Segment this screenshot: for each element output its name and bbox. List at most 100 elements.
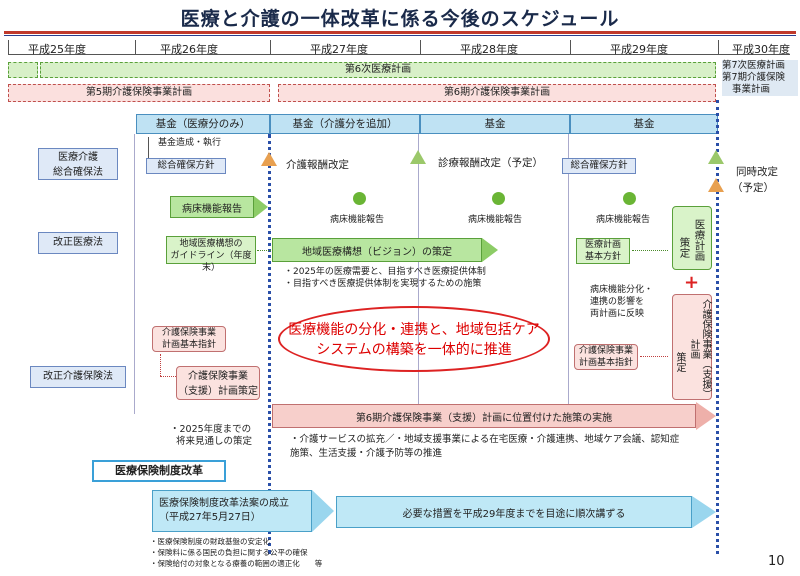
- arrow-head: [692, 496, 716, 528]
- jisshi-note: ・介護サービスの拡充／・地域支援事業による在宅医療・介護連携、地域ケア会議、認知…: [290, 434, 680, 445]
- vision-note: ・2025年の医療需要と、目指すべき医療提供体制: [284, 267, 486, 277]
- fy28-gridline: [418, 134, 419, 414]
- triangle-orange-icon: [261, 152, 277, 166]
- iryo-kihon-box: 医療計画 基本方針: [576, 238, 630, 264]
- law-sogo-kakuho: 医療介護 総合確保法: [38, 148, 118, 180]
- plan6-bar-start: [8, 62, 38, 78]
- vertical-label: 策定: [678, 236, 691, 258]
- year-label: 平成26年度: [160, 43, 218, 56]
- title-underline-thin: [4, 35, 796, 36]
- fy29-gridline: [568, 134, 569, 414]
- law-label: 医療介護: [58, 152, 98, 163]
- seiritsu-line: （平成27年5月27日）: [159, 512, 261, 523]
- jisshi-note: 施策、生活支援・介護予防等の推進: [290, 448, 443, 459]
- arrow-label: 病床機能報告: [170, 196, 254, 218]
- bunka-note: 連携の影響を: [590, 297, 645, 307]
- note-line: ・保険給付の対象となる療養の範囲の適正化 等: [150, 559, 323, 568]
- kihon-line: 計画基本指針: [578, 358, 633, 368]
- byosho-arrow: 病床機能報告: [170, 196, 270, 218]
- report-dot-icon: [353, 192, 366, 205]
- integration-ellipse: 医療機能の分化・連携と、地域包括ケア システムの構築を一体的に推進: [278, 306, 550, 372]
- timeline-axis: [8, 54, 790, 55]
- vertical-label: 介護保険事業（支援）計画: [688, 299, 711, 399]
- year-tick: [135, 40, 136, 54]
- plan7-block: 第7次医療計画 第7期介護保険 事業計画: [722, 60, 798, 96]
- vision-note: ・目指すべき医療提供体制を実現するための施策: [284, 279, 482, 289]
- connector: [257, 250, 271, 251]
- arrow-label: 必要な措置を平成29年度までを目途に順次講ずる: [336, 496, 692, 528]
- connector: [632, 250, 668, 251]
- byosho-label: 病床機能報告: [330, 215, 385, 225]
- ellipse-line: 医療機能の分化・連携と、地域包括ケア: [288, 322, 540, 338]
- plan6-bar: 第6次医療計画: [40, 62, 716, 78]
- guideline-box: 地域医療構想の ガイドライン（年度末）: [166, 236, 256, 273]
- byosho-label: 病床機能報告: [596, 215, 651, 225]
- vision-arrow: 地域医療構想（ビジョン）の策定: [272, 238, 500, 262]
- fy27-marker-line: [268, 134, 271, 554]
- kaigo-sakutei-box: 介護保険事業 （支援）計画策定: [176, 366, 260, 400]
- year-label: 平成28年度: [460, 43, 518, 56]
- bunka-note: 両計画に反映: [590, 309, 645, 319]
- kihon-line: 介護保険事業: [578, 346, 633, 356]
- year-tick: [420, 40, 421, 54]
- page-title: 医療と介護の一体改革に係る今後のスケジュール: [180, 8, 620, 30]
- iryo-keikaku-box: 策定 医療計画: [672, 206, 712, 270]
- ellipse-line: システムの構築を一体的に推進: [316, 342, 512, 358]
- connector: [160, 376, 178, 377]
- kihon-line: 計画基本指針: [161, 340, 216, 350]
- fund-segment: 基金: [570, 114, 718, 134]
- year-label: 平成27年度: [310, 43, 368, 56]
- doji-kaitei-sub: （予定）: [732, 182, 774, 194]
- fund-segment: 基金（介護分を追加）: [270, 114, 420, 134]
- triangle-green-icon: [708, 150, 724, 164]
- seiritsu-line: 医療保険制度改革法案の成立: [159, 498, 289, 509]
- kaigo-kihon-box-2: 介護保険事業 計画基本指針: [574, 344, 638, 370]
- kikin-note: 基金造成・執行: [158, 138, 222, 148]
- law-label: 総合確保法: [53, 167, 103, 178]
- connector: [160, 354, 161, 376]
- seiritsu-notes: ・医療保険制度の財政基盤の安定化 ・保険料に係る国民の負担に関する公平の確保 ・…: [150, 536, 322, 569]
- page-number: 10: [768, 554, 785, 569]
- kaigo6-bar: 第6期介護保険事業計画: [278, 84, 716, 102]
- triangle-green-icon: [410, 150, 426, 164]
- arrow-label: 第6期介護保険事業（支援）計画に位置付けた施策の実施: [272, 404, 696, 428]
- connector: [640, 356, 668, 357]
- year-tick: [570, 40, 571, 54]
- seiritsu-arrow: 医療保険制度改革法案の成立 （平成27年5月27日）: [152, 490, 336, 532]
- kihon-line: 医療計画: [584, 240, 621, 250]
- fund-segment: 基金（医療分のみ）: [136, 114, 270, 134]
- sakutei-line: （支援）計画策定: [178, 386, 258, 397]
- guideline-line: 地域医療構想の: [179, 239, 243, 249]
- report-dot-icon: [623, 192, 636, 205]
- note-line: ・保険料に係る国民の負担に関する公平の確保: [150, 548, 308, 557]
- plan7b-label: 第7期介護保険: [722, 72, 786, 83]
- arrow-head: [696, 402, 716, 430]
- law-kaisei-kaigo: 改正介護保険法: [30, 366, 126, 388]
- kaigo-kihon-box: 介護保険事業 計画基本指針: [152, 326, 226, 352]
- kaigo-kaitei-label: 介護報酬改定: [286, 159, 349, 171]
- plan7c-label: 事業計画: [732, 84, 771, 95]
- year-label: 平成25年度: [28, 43, 86, 56]
- law-iryo-hoken: 医療保険制度改革: [92, 460, 226, 482]
- law-kaisei-iryo: 改正医療法: [38, 232, 118, 254]
- bunka-note: 病床機能分化・: [590, 285, 654, 295]
- year-tick: [718, 40, 719, 54]
- kaigo5-bar: 第5期介護保険事業計画: [8, 84, 270, 102]
- connector: [148, 137, 149, 159]
- sochi-arrow: 必要な措置を平成29年度までを目途に順次講ずる: [336, 496, 716, 528]
- vertical-label: 策定: [674, 352, 685, 372]
- kihon-line: 基本方針: [584, 252, 621, 262]
- arrow-label: 地域医療構想（ビジョン）の策定: [272, 238, 482, 262]
- note-line: ・医療保険制度の財政基盤の安定化: [150, 537, 270, 546]
- arrow-head: [254, 196, 268, 218]
- title-underline: [4, 31, 796, 34]
- fund-segment: 基金: [420, 114, 570, 134]
- hoshin-box: 総合確保方針: [146, 158, 226, 174]
- future-note: 将来見通しの策定: [176, 436, 253, 447]
- arrow-head: [312, 490, 334, 532]
- byosho-label: 病床機能報告: [468, 215, 523, 225]
- year-tick: [270, 40, 271, 54]
- plus-sign: +: [684, 272, 700, 293]
- sakutei-line: 介護保険事業: [188, 371, 248, 382]
- future-note: ・2025年度までの: [170, 424, 252, 435]
